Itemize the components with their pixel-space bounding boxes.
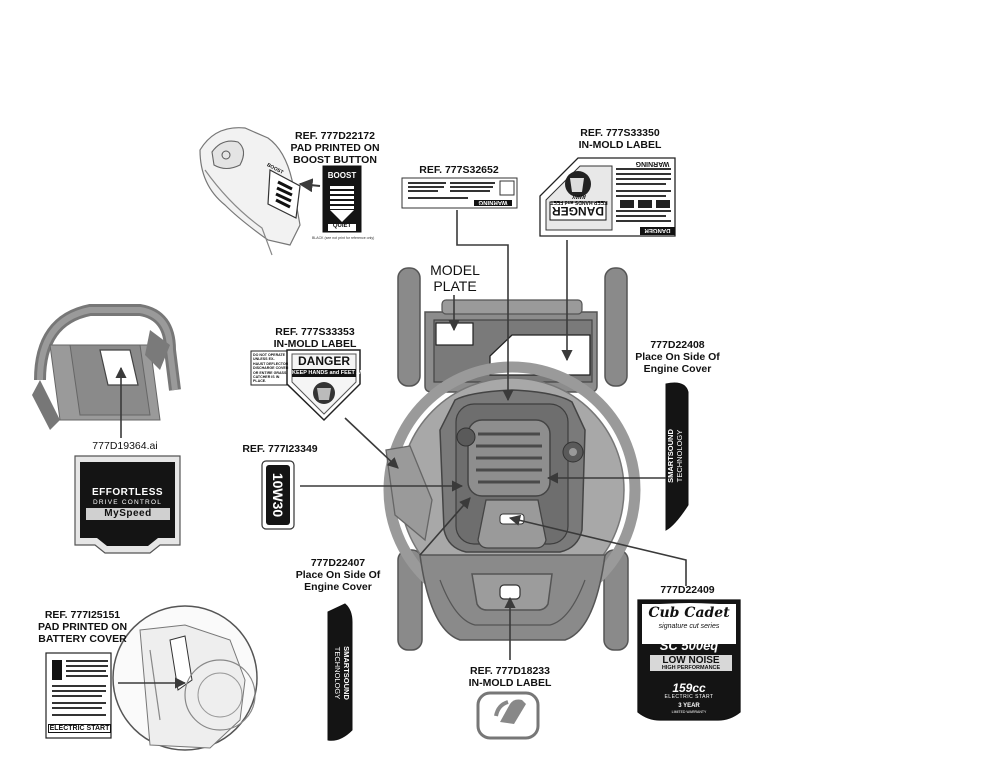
- boost-pad-bottom: QUIET: [332, 223, 352, 229]
- boost-pad-top: BOOST: [327, 171, 357, 180]
- myspeed-decal: [74, 455, 181, 554]
- cubcadet-brand: Cub Cadet: [648, 605, 730, 621]
- danger-s33350-keep: KEEP HANDS and FEET AWAY: [550, 193, 608, 205]
- myspeed-line3: MySpeed: [104, 508, 152, 519]
- danger-label-s33353: [250, 349, 361, 422]
- callout-s32652: REF. 777S32652: [419, 164, 499, 176]
- oil-decal: [261, 460, 295, 530]
- smartsound-strip-left: [327, 603, 353, 741]
- electric-start-text: ELECTRIC START: [48, 724, 111, 733]
- cubcadet-series: signature cut series: [658, 623, 720, 630]
- cub-logo-decal: [476, 691, 540, 740]
- warning-s33350-text: WARNING: [635, 160, 670, 167]
- callout-ai: 777D19364.ai: [92, 440, 158, 452]
- oil-text: 10W30: [270, 472, 286, 518]
- boost-footnote: BLACK (see not print for reference only): [312, 236, 375, 240]
- warning-s32652-text: WARNING: [478, 199, 508, 205]
- danger-s33353-keep: KEEP HANDS and FEET AWAY: [292, 370, 372, 376]
- front-logo-recess: [499, 584, 521, 600]
- myspeed-line1: EFFORTLESS: [91, 487, 164, 498]
- cubcadet-model: SC 500eq: [659, 638, 719, 653]
- danger-s33350-small: DANGER: [644, 227, 671, 233]
- cubcadet-cc: 159cc: [672, 681, 706, 695]
- mower-illustration: [383, 267, 641, 651]
- myspeed-line2: DRIVE CONTROL: [92, 499, 163, 506]
- warning-label-s32652: [401, 177, 518, 209]
- cubcadet-warranty: LIMITED WARRANTY: [671, 710, 707, 714]
- cubcadet-years: 3 YEAR: [678, 703, 700, 709]
- callout-i23349: REF. 777I23349: [242, 443, 318, 455]
- cubcadet-start: ELECTRIC START: [664, 694, 714, 700]
- leader-lines: [115, 210, 687, 689]
- smartsound-strip-right: [665, 382, 689, 531]
- danger-s33350-text: DANGER: [552, 204, 605, 218]
- danger-s33353-text: DANGER: [297, 354, 350, 368]
- callout-d22409: 777D22409: [660, 584, 715, 596]
- cubcadet-perf: HIGH PERFORMANCE: [661, 665, 721, 671]
- handle-illustration: [32, 304, 181, 430]
- cubcadet-noise: LOW NOISE: [662, 655, 720, 666]
- danger-label-s33350: [539, 157, 676, 237]
- cubcadet-decal: [637, 599, 741, 721]
- boost-button-illustration: [199, 127, 362, 256]
- battery-pad-decal: [45, 652, 112, 739]
